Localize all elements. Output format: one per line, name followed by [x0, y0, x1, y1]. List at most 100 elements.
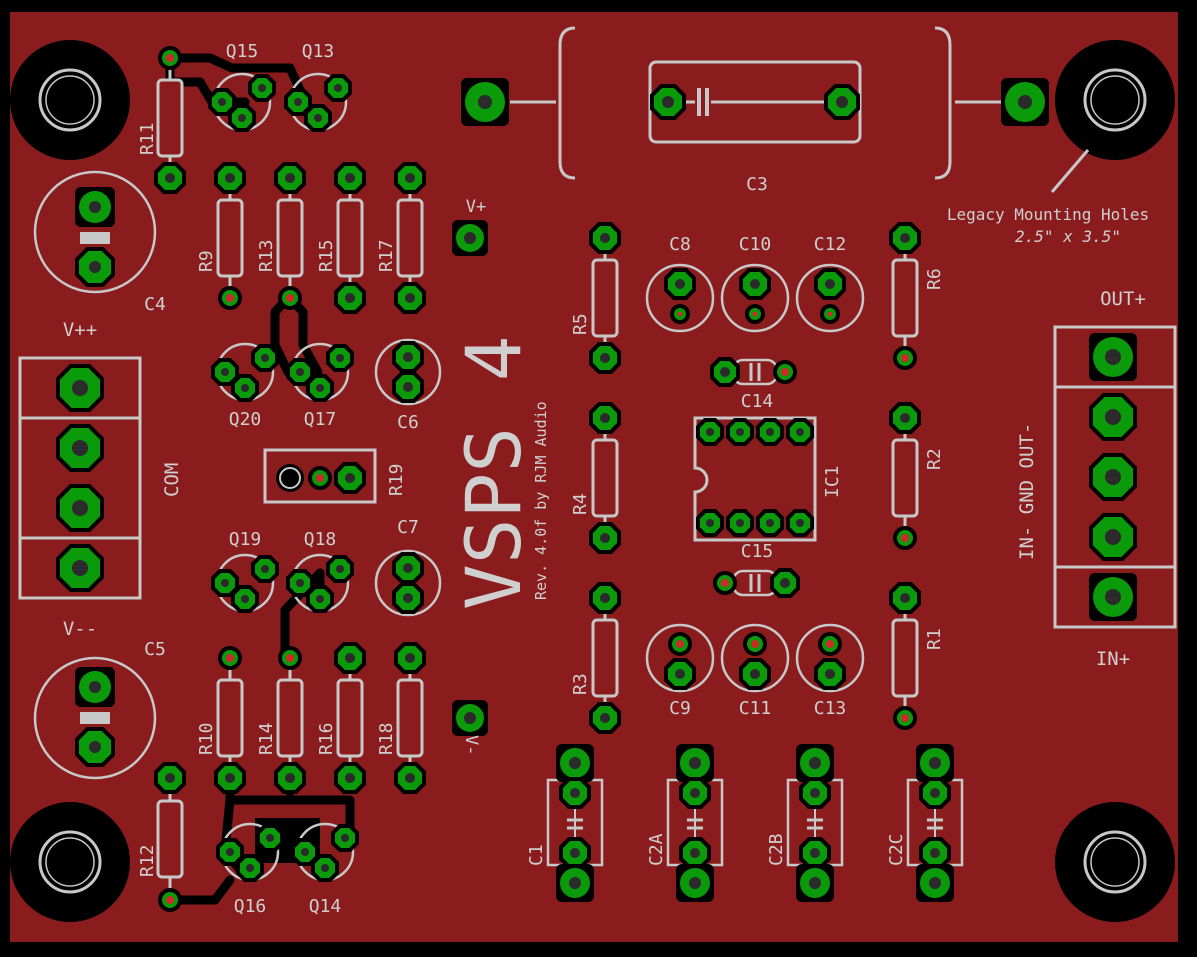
pad-drill [345, 773, 355, 783]
resistor-body [276, 198, 304, 278]
label-out-plus: OUT+ [1100, 288, 1146, 310]
pad-drill [689, 877, 701, 889]
pad-drill [403, 352, 413, 362]
resistor-body [891, 438, 919, 518]
pad-drill [314, 114, 322, 122]
pad-drill [345, 653, 355, 663]
electrolytic-outline [645, 263, 715, 333]
pad-drill [675, 279, 685, 289]
ref-c9: C9 [669, 698, 691, 719]
right-terminal-block [1053, 325, 1177, 629]
pad-drill [226, 294, 234, 302]
pad-drill [241, 384, 249, 392]
ref-c11: C11 [739, 698, 772, 719]
pad-drill [89, 681, 101, 693]
resistor-body [336, 198, 364, 278]
pad-drill [165, 773, 175, 783]
mount-hole-ring [1083, 68, 1147, 132]
ref-c14: C14 [741, 391, 774, 412]
pad-drill [405, 773, 415, 783]
mount-hole-ring [38, 830, 102, 894]
electrolytic-outline [374, 338, 442, 406]
pad-drill [901, 354, 909, 362]
ref-q20: Q20 [229, 409, 262, 430]
pad-drill [600, 713, 610, 723]
pad-drill [166, 54, 174, 62]
pad-drill [165, 173, 175, 183]
electrolytic-outline [645, 623, 715, 693]
pad-drill [780, 578, 790, 588]
pad-drill [72, 440, 88, 456]
pad-drill [766, 519, 774, 527]
pad-drill [266, 834, 274, 842]
pad-drill [285, 173, 295, 183]
pad-drill [706, 428, 714, 436]
ref-c12: C12 [814, 234, 847, 255]
ref-r6: R6 [924, 268, 945, 290]
resistor-body [156, 799, 184, 879]
pad-drill [1105, 349, 1121, 365]
mount-hole-ring [38, 68, 102, 132]
pad-drill [316, 595, 324, 603]
pad-drill [750, 669, 760, 679]
pad-drill [720, 367, 730, 377]
ref-c7: C7 [397, 517, 419, 538]
pad-drill [810, 848, 820, 858]
ref-r18: R18 [376, 722, 397, 755]
ref-c4: C4 [144, 294, 166, 315]
pad-drill [336, 565, 344, 573]
ref-c2a: C2A [646, 833, 667, 866]
pad-drill [721, 579, 729, 587]
pad-drill [929, 757, 941, 769]
pad-drill [464, 712, 476, 724]
ref-q15: Q15 [226, 41, 259, 62]
electrolytic-outline [795, 623, 865, 693]
ref-ic1: IC1 [822, 465, 843, 498]
pad-drill [750, 279, 760, 289]
pad-drill [301, 848, 309, 856]
pad-drill [316, 474, 324, 482]
mount-hole-ring [1083, 830, 1147, 894]
pad-drill [825, 279, 835, 289]
pad-drill [89, 201, 101, 213]
ref-c6: C6 [397, 412, 419, 433]
pad-drill [405, 173, 415, 183]
polarity-band [80, 232, 110, 244]
mount-leader-line [1050, 149, 1090, 193]
pad-drill [930, 788, 940, 798]
pad-drill [405, 293, 415, 303]
pad-drill [221, 368, 229, 376]
label-vmm: V-- [63, 618, 97, 640]
resistor-body [216, 198, 244, 278]
pad-drill [676, 640, 684, 648]
pad-drill [166, 896, 174, 904]
pad-drill [286, 654, 294, 662]
pad-drill [1105, 529, 1121, 545]
pad-drill [690, 788, 700, 798]
pad-drill [900, 413, 910, 423]
ref-r12: R12 [137, 844, 158, 877]
resistor-body [891, 618, 919, 698]
mount-hole-keepout [1055, 802, 1175, 922]
mount-hole-inner [1090, 75, 1140, 125]
label-in-gnd-out: IN- GND OUT- [1016, 423, 1038, 560]
pad-drill [464, 232, 476, 244]
ref-c3: C3 [746, 174, 768, 195]
pad-drill [901, 534, 909, 542]
silkscreen-layer [33, 58, 964, 900]
label-vplus-tp: V+ [466, 197, 486, 217]
ref-r14: R14 [256, 722, 277, 755]
resistor-body [396, 198, 424, 278]
pad-drill [689, 757, 701, 769]
ref-q17: Q17 [304, 409, 337, 430]
pad-drill [766, 428, 774, 436]
label-in-plus: IN+ [1096, 648, 1130, 670]
resistor-body [891, 258, 919, 338]
pad-drill [675, 669, 685, 679]
pad-drill [345, 473, 355, 483]
pad-drill [929, 877, 941, 889]
pad-drill [294, 98, 302, 106]
mount-note-line1: Legacy Mounting Holes [947, 205, 1149, 224]
ref-c10: C10 [739, 234, 772, 255]
ref-r17: R17 [376, 239, 397, 272]
